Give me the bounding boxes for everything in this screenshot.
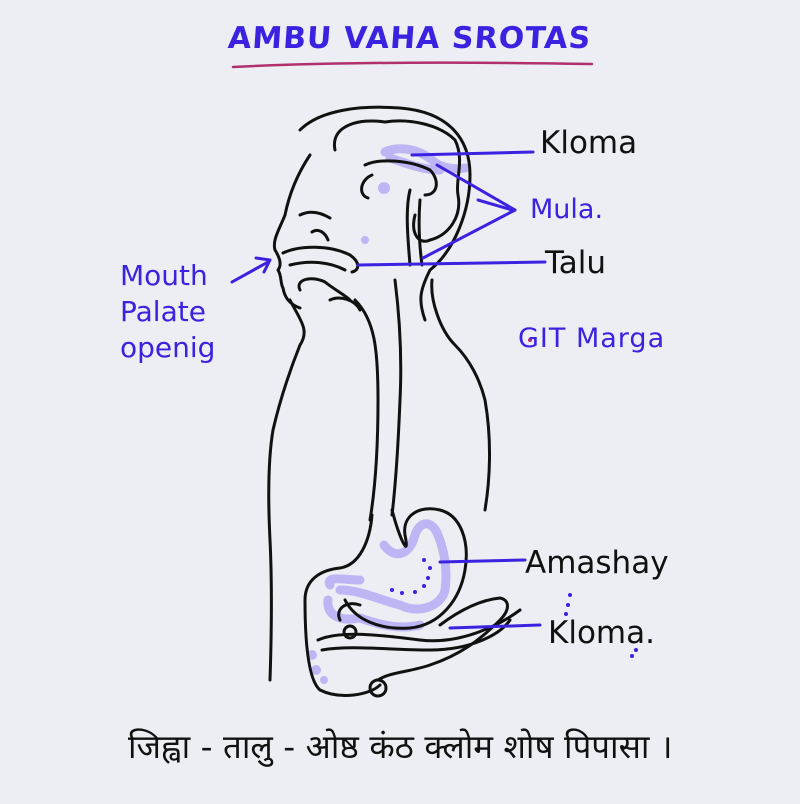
label-kloma-brain: Kloma [540, 125, 638, 161]
pointer-kloma-bottom [448, 623, 542, 630]
label-talu: Talu [545, 245, 607, 281]
pointer-mula-lower [421, 208, 517, 260]
label-kloma-pancreas: Kloma. [548, 615, 655, 651]
pointer-mula-mid [476, 198, 514, 212]
dot-markers [390, 338, 638, 658]
pointer-talu [356, 260, 547, 267]
mouth-line-2: Palate [120, 295, 206, 328]
pointer-amashay [438, 558, 527, 564]
pointer-kloma-top [410, 150, 535, 157]
title-underline [231, 61, 594, 69]
label-amashay: Amashay [525, 545, 669, 581]
mouth-line-3: openig [120, 331, 216, 364]
sanskrit-caption: जिह्वा - तालु - ओष्ठ कंठ क्लोम शोष पिपास… [128, 727, 673, 766]
body-outline [267, 105, 522, 698]
pointer-lines [230, 150, 547, 630]
highlight-marks [307, 144, 470, 684]
diagram-title: AMBU VAHA SROTAS [226, 21, 593, 56]
mouth-arrow-head [254, 256, 272, 274]
label-mouth-palate-opening: Mouth Palate openig [120, 258, 215, 366]
mouth-line-1: Mouth [120, 259, 208, 292]
pointer-mula-upper [435, 163, 517, 212]
label-mula: Mula. [530, 194, 604, 225]
label-git-marga: GIT Marga [518, 323, 666, 354]
mouth-arrow-shaft [230, 260, 270, 284]
